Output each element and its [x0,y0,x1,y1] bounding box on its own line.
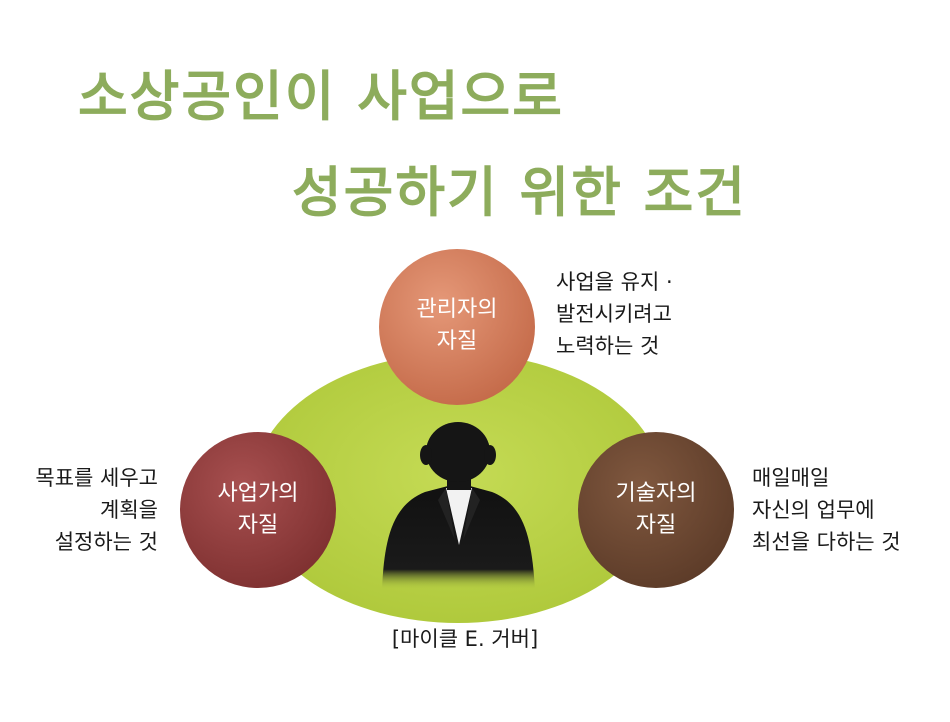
entrepreneur-desc-line: 계획을 [100,498,158,522]
entrepreneur-circle [180,432,336,588]
manager-desc-line: 사업을 유지 · [556,270,673,294]
entrepreneur-label-line1: 사업가의 [217,481,299,506]
entrepreneur-description: 목표를 세우고 계획을 설정하는 것 [8,462,158,558]
title-line-1: 소상공인이 사업으로 [78,65,564,128]
manager-description: 사업을 유지 · 발전시키려고 노력하는 것 [556,266,673,362]
entrepreneur-label-line2: 자질 [237,513,279,538]
technician-desc-line: 최선을 다하는 것 [752,530,901,554]
entrepreneur-desc-line: 설정하는 것 [54,530,158,554]
manager-desc-line: 발전시키려고 [556,302,672,326]
entrepreneur-desc-line: 목표를 세우고 [35,466,158,490]
technician-label-line2: 자질 [635,513,677,538]
manager-label-line2: 자질 [436,329,478,354]
technician-desc-line: 매일매일 [752,466,830,490]
manager-circle [379,249,535,405]
person-silhouette-icon [382,422,535,590]
technician-circle [578,432,734,588]
technician-description: 매일매일 자신의 업무에 최선을 다하는 것 [752,462,901,558]
source-caption: [마이클 E. 거버] [391,627,539,651]
entrepreneur-circle-label: 사업가의 자질 [183,478,333,542]
technician-label-line1: 기술자의 [615,481,697,506]
manager-desc-line: 노력하는 것 [556,334,660,358]
manager-label-line1: 관리자의 [416,297,498,322]
title-line-2: 성공하기 위한 조건 [292,161,748,224]
technician-desc-line: 자신의 업무에 [752,498,875,522]
manager-circle-label: 관리자의 자질 [382,294,532,358]
technician-circle-label: 기술자의 자질 [581,478,731,542]
